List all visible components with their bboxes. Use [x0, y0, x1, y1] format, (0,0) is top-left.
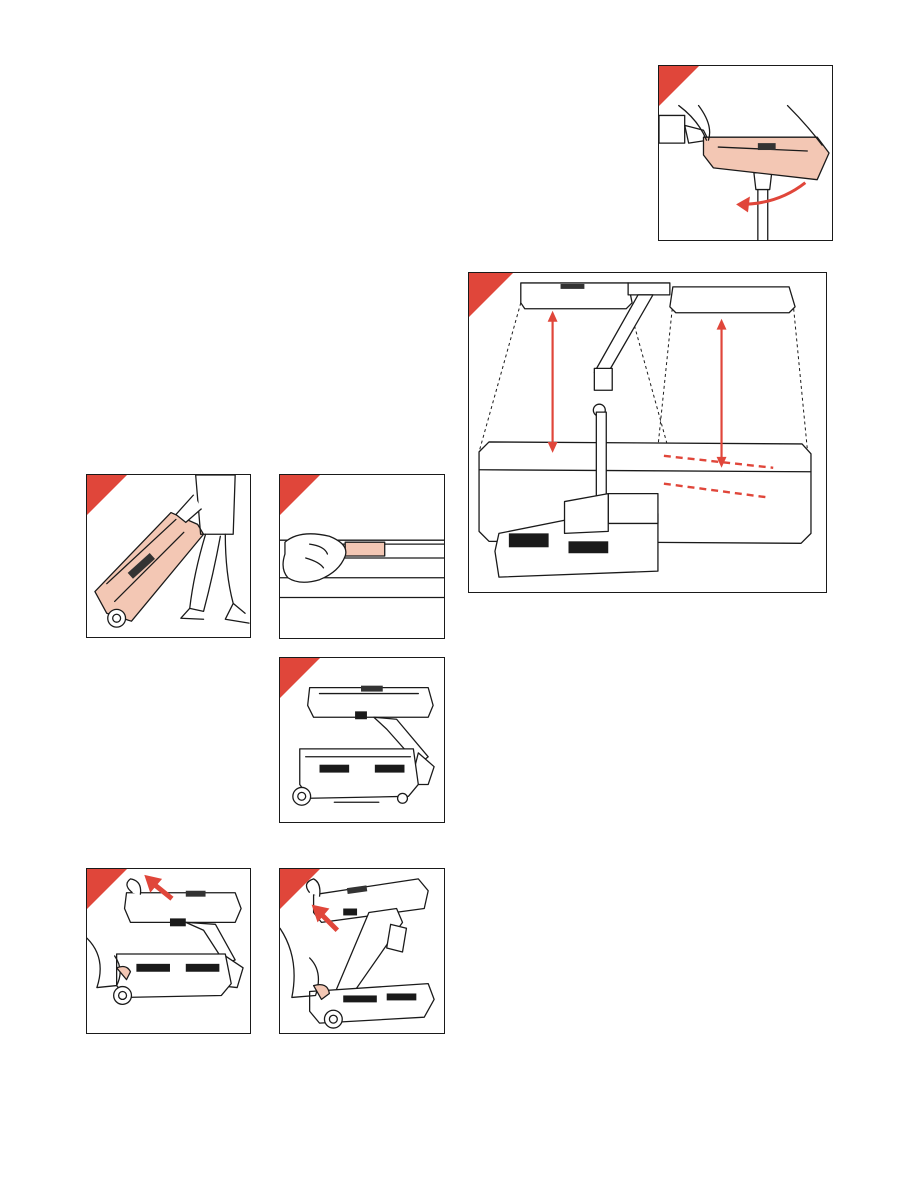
projector-setup-height-illustration — [469, 273, 826, 592]
lift-head-illustration — [87, 869, 250, 1033]
rolling-case-illustration — [87, 475, 250, 637]
figure-lift-head — [86, 868, 251, 1034]
figure-fold-arm — [279, 868, 445, 1034]
figure-roll-case — [86, 474, 251, 638]
figure-rotate-head — [658, 65, 833, 241]
figure-setup-height — [468, 272, 827, 593]
fold-arm-illustration — [280, 869, 444, 1033]
latch-release-illustration — [280, 475, 444, 638]
figure-latch — [279, 474, 445, 639]
rotate-projection-head-illustration — [659, 66, 832, 240]
unfolded-projector-illustration — [280, 658, 444, 822]
figure-unfolded — [279, 657, 445, 823]
